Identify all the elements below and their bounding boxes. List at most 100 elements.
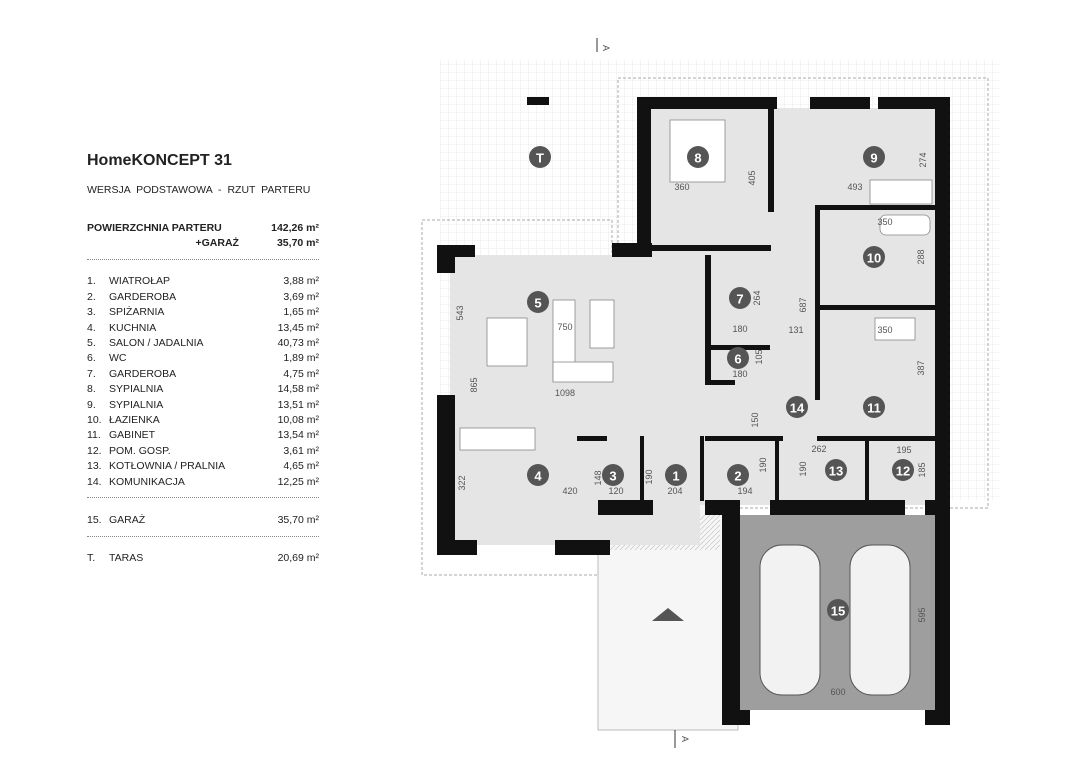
dimension-label: 264 — [752, 290, 762, 305]
summary-value: 35,70 m² — [276, 237, 319, 250]
car-icon — [759, 544, 821, 696]
dimension-label: 750 — [557, 322, 572, 332]
dimension-label: 360 — [674, 182, 689, 192]
room-number: 14. — [87, 475, 102, 488]
room-marker-label: 9 — [870, 151, 877, 166]
room-marker-label: 7 — [736, 292, 743, 307]
room-marker-label: T — [536, 151, 544, 166]
room-area: 40,73 m² — [277, 337, 319, 350]
divider — [87, 258, 319, 260]
room-area: 12,25 m² — [277, 475, 319, 488]
kitchen-counter-icon — [459, 427, 536, 451]
room-area: 13,54 m² — [277, 429, 319, 442]
room-marker-label: 14 — [790, 401, 805, 416]
room-name: KOMUNIKACJA — [109, 475, 185, 488]
bed-icon — [869, 179, 933, 205]
dimension-label: 105 — [754, 349, 764, 364]
room-name: KOTŁOWNIA / PRALNIA — [109, 460, 226, 473]
car-icon — [849, 544, 911, 696]
room-marker: 2 — [727, 464, 749, 486]
room-marker-label: 5 — [534, 296, 541, 311]
dimension-label: 204 — [667, 486, 682, 496]
room-marker: 12 — [892, 459, 914, 481]
room-marker: 10 — [863, 246, 885, 268]
room-row: 7. GARDEROBA 4,75 m² — [87, 366, 319, 381]
room-marker-label: 10 — [867, 251, 881, 266]
room-number: 13. — [87, 460, 102, 473]
room-row: 8. SYPIALNIA 14,58 m² — [87, 382, 319, 397]
room-area: 3,61 m² — [283, 444, 319, 457]
room-name: SYPIALNIA — [109, 398, 164, 411]
room-number: 4. — [87, 321, 96, 334]
dimension-label: 687 — [798, 297, 808, 312]
room-name: GARDEROBA — [109, 367, 177, 380]
summary-value: 142,26 m² — [271, 221, 319, 234]
room-number: 7. — [87, 367, 96, 380]
room-number: 12. — [87, 444, 102, 457]
room-marker: 11 — [863, 396, 885, 418]
dimension-label: 322 — [457, 475, 467, 490]
dimension-label: 180 — [732, 369, 747, 379]
dimension-label: 190 — [758, 457, 768, 472]
room-area: 20,69 m² — [277, 552, 319, 565]
room-marker-label: 2 — [734, 469, 741, 484]
room-area: 10,08 m² — [277, 413, 319, 426]
room-area: 1,89 m² — [283, 352, 319, 365]
section-mark-bottom: A — [680, 736, 690, 742]
furniture — [459, 119, 933, 451]
dimension-label: 190 — [644, 469, 654, 484]
divider — [87, 497, 319, 499]
room-area: 14,58 m² — [277, 383, 319, 396]
room-marker: 8 — [687, 146, 709, 168]
room-number: 10. — [87, 413, 102, 426]
dimension-label: 190 — [798, 461, 808, 476]
room-marker-label: 3 — [609, 469, 616, 484]
room-marker: 1 — [665, 464, 687, 486]
room-name: TARAS — [109, 552, 144, 565]
dimension-label: 288 — [916, 249, 926, 264]
section-mark-top: A — [601, 45, 611, 51]
room-marker-label: 4 — [534, 469, 542, 484]
room-number: 6. — [87, 352, 96, 365]
room-name: GARDEROBA — [109, 290, 177, 303]
dimension-label: 150 — [750, 412, 760, 427]
dimension-label: 180 — [732, 324, 747, 334]
room-marker-label: 12 — [896, 464, 910, 479]
room-number: 8. — [87, 383, 96, 396]
dimension-label: 148 — [593, 470, 603, 485]
room-marker: 6 — [727, 347, 749, 369]
room-marker: 5 — [527, 291, 549, 313]
entrance-arrow-icon — [652, 608, 684, 621]
room-area: 4,75 m² — [283, 367, 319, 380]
room-number: 5. — [87, 337, 96, 350]
room-name: SYPIALNIA — [109, 383, 164, 396]
legend-panel: HomeKONCEPT 31 WERSJA PODSTAWOWA - RZUT … — [87, 152, 319, 566]
room-area: 1,65 m² — [283, 306, 319, 319]
dimension-label: 274 — [918, 152, 928, 167]
section-line-markers: A A — [596, 38, 690, 748]
room-marker: 9 — [863, 146, 885, 168]
dimension-label: 600 — [830, 687, 845, 697]
room-row: 3. SPIŻARNIA 1,65 m² — [87, 305, 319, 320]
room-number: 15. — [87, 513, 102, 526]
room-marker: 15 — [827, 599, 849, 621]
dimension-label: 120 — [608, 486, 623, 496]
dimension-label: 543 — [455, 305, 465, 320]
room-name: SPIŻARNIA — [109, 306, 165, 319]
dimension-label: 194 — [737, 486, 752, 496]
walls — [437, 97, 950, 725]
room-number: 3. — [87, 306, 96, 319]
room-marker-label: 6 — [734, 352, 741, 367]
room-area: 35,70 m² — [277, 513, 319, 526]
dimension-label: 387 — [916, 360, 926, 375]
